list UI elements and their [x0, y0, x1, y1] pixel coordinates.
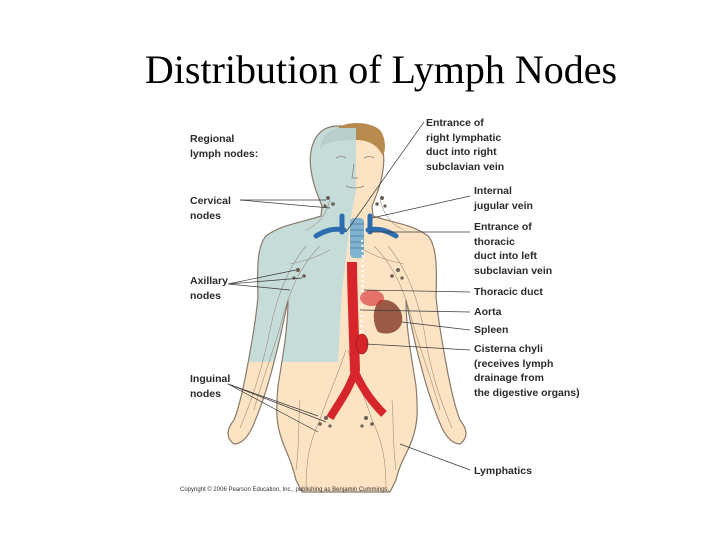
- label-internal-jugular-line2: jugular vein: [474, 199, 533, 212]
- label-regional-line2: lymph nodes:: [190, 147, 259, 160]
- thoracic-duct: [359, 239, 364, 351]
- label-entrance-right-lymphatic-duct: Entrance of right lymphatic duct into ri…: [426, 116, 504, 174]
- label-entrance-thoracic-duct: Entrance of thoracic duct into left subc…: [474, 220, 552, 278]
- label-spleen: Spleen: [474, 323, 508, 338]
- label-inguinal-line1: Inguinal: [190, 373, 231, 385]
- label-entrance-thoracic-line2: thoracic: [474, 235, 515, 248]
- label-thoracic-duct-line1: Thoracic duct: [474, 286, 543, 298]
- aorta: [347, 261, 360, 373]
- label-cisterna-line2: (receives lymph: [474, 357, 554, 370]
- hair: [338, 123, 385, 156]
- label-inguinal-line2: nodes: [190, 387, 221, 400]
- leader-lines: [227, 121, 471, 471]
- label-cisterna-line3: drainage from: [474, 372, 545, 384]
- spleen: [373, 299, 403, 334]
- label-internal-jugular-vein: Internal jugular vein: [474, 184, 533, 213]
- label-lymphatics: Lymphatics: [474, 464, 532, 479]
- label-cervical-line2: nodes: [190, 209, 221, 222]
- lymph-node-clusters: [292, 196, 404, 428]
- label-entrance-thoracic-line3: duct into left: [474, 250, 537, 262]
- label-entrance-right-line3: duct into right: [426, 146, 497, 158]
- label-entrance-right-line2: right lymphatic: [426, 131, 502, 144]
- label-cisterna-chyli: Cisterna chyli (receives lymph drainage …: [474, 342, 580, 400]
- label-aorta-line1: Aorta: [474, 306, 502, 318]
- label-internal-jugular-line1: Internal: [474, 185, 512, 197]
- copyright-notice: Copyright © 2006 Pearson Education, Inc.…: [180, 487, 390, 493]
- label-cervical-line1: Cervical: [190, 195, 231, 207]
- label-entrance-right-line4: subclavian vein: [426, 160, 505, 173]
- label-cisterna-line4: the digestive organs): [474, 386, 580, 399]
- label-thoracic-duct: Thoracic duct: [474, 285, 543, 300]
- label-aorta: Aorta: [474, 305, 501, 320]
- label-axillary-nodes: Axillary nodes: [190, 274, 228, 303]
- label-cisterna-line1: Cisterna chyli: [474, 343, 543, 355]
- label-inguinal-nodes: Inguinal nodes: [190, 372, 230, 401]
- label-axillary-line1: Axillary: [190, 275, 228, 287]
- label-cervical-nodes: Cervical nodes: [190, 194, 231, 223]
- label-regional-line1: Regional: [190, 133, 235, 145]
- subclavian-veins: [313, 213, 399, 239]
- label-entrance-thoracic-line4: subclavian vein: [474, 264, 553, 277]
- label-lymphatics-line1: Lymphatics: [474, 465, 532, 477]
- label-regional-lymph-nodes: Regional lymph nodes:: [190, 132, 258, 161]
- label-spleen-line1: Spleen: [474, 324, 509, 336]
- label-axillary-line2: nodes: [190, 289, 221, 302]
- slide-title: Distribution of Lymph Nodes: [144, 47, 618, 92]
- label-entrance-right-line1: Entrance of: [426, 117, 484, 129]
- label-entrance-thoracic-line1: Entrance of: [474, 221, 532, 233]
